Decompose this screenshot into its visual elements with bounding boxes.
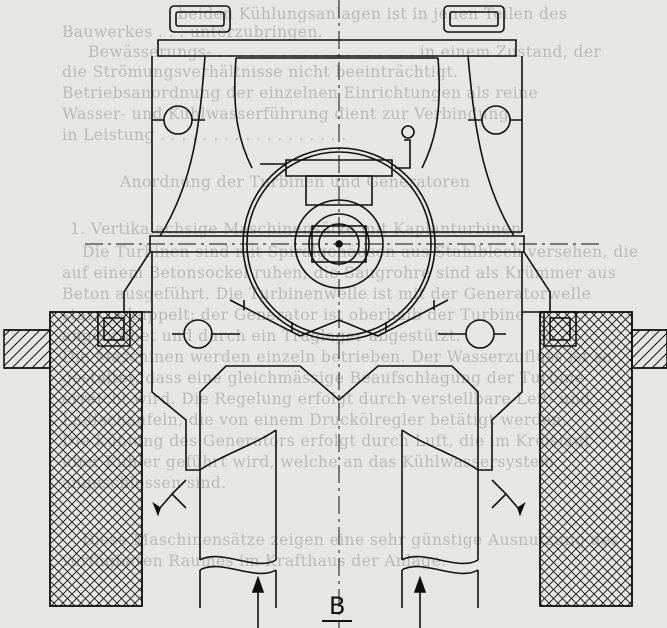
- text-line: erreicht wird. Die Regelung erfolgt durc…: [62, 390, 591, 408]
- text-line: Beton ausgeführt. Die Turbinenwelle ist …: [62, 285, 592, 303]
- text-line: über Kühler geführt wird, welche an das …: [62, 453, 555, 471]
- text-line: in Leistung . . . . . . . . . . . . . . …: [62, 126, 347, 144]
- text-line: 1. Vertikalachsige Maschinensätze mit Ka…: [70, 220, 522, 238]
- text-line: Betriebsanordnung der einzelnen Einricht…: [62, 84, 539, 102]
- text-line: verfügbaren Raumes im Krafthaus der Anla…: [62, 552, 447, 570]
- right-concrete-block: [539, 311, 667, 607]
- text-line: gestaltet, dass eine gleichmässige Beauf…: [62, 369, 585, 387]
- text-line: Wasser- und Kühlwasserführung dient zur …: [62, 105, 510, 123]
- flow-arrow-right: [413, 575, 427, 628]
- left-concrete-block: [3, 311, 143, 607]
- spiral-casing: [159, 55, 515, 237]
- left-support-arm: [97, 251, 152, 347]
- text-line: Diese Maschinensätze zeigen eine sehr gü…: [82, 531, 619, 549]
- text-line: angeordnet und durch ein Traglager abges…: [62, 327, 461, 345]
- text-line: Anordnung der Turbinen und Generatoren: [120, 173, 471, 191]
- lower-frame: [151, 252, 523, 471]
- section-label: B: [329, 592, 346, 620]
- flow-arrow-left: [251, 575, 265, 628]
- text-line: Die Maschinen werden einzeln betrieben. …: [62, 348, 613, 366]
- text-line: Die Kühlung des Generators erfolgt durch…: [62, 432, 591, 450]
- text-line: Laufschaufeln, die von einem Druckölregl…: [62, 411, 568, 429]
- text-line: beiden Kühlungsanlagen ist in jenen Teil…: [178, 5, 568, 23]
- right-valve: [491, 479, 526, 517]
- left-valve: [152, 479, 187, 517]
- text-line: die Strömungsverhältnisse nicht beeinträ…: [62, 63, 459, 81]
- upper-casing: [149, 5, 525, 253]
- draft-tubes: [199, 429, 479, 608]
- right-support-arm: [522, 251, 577, 347]
- shaft-housing: [242, 125, 436, 341]
